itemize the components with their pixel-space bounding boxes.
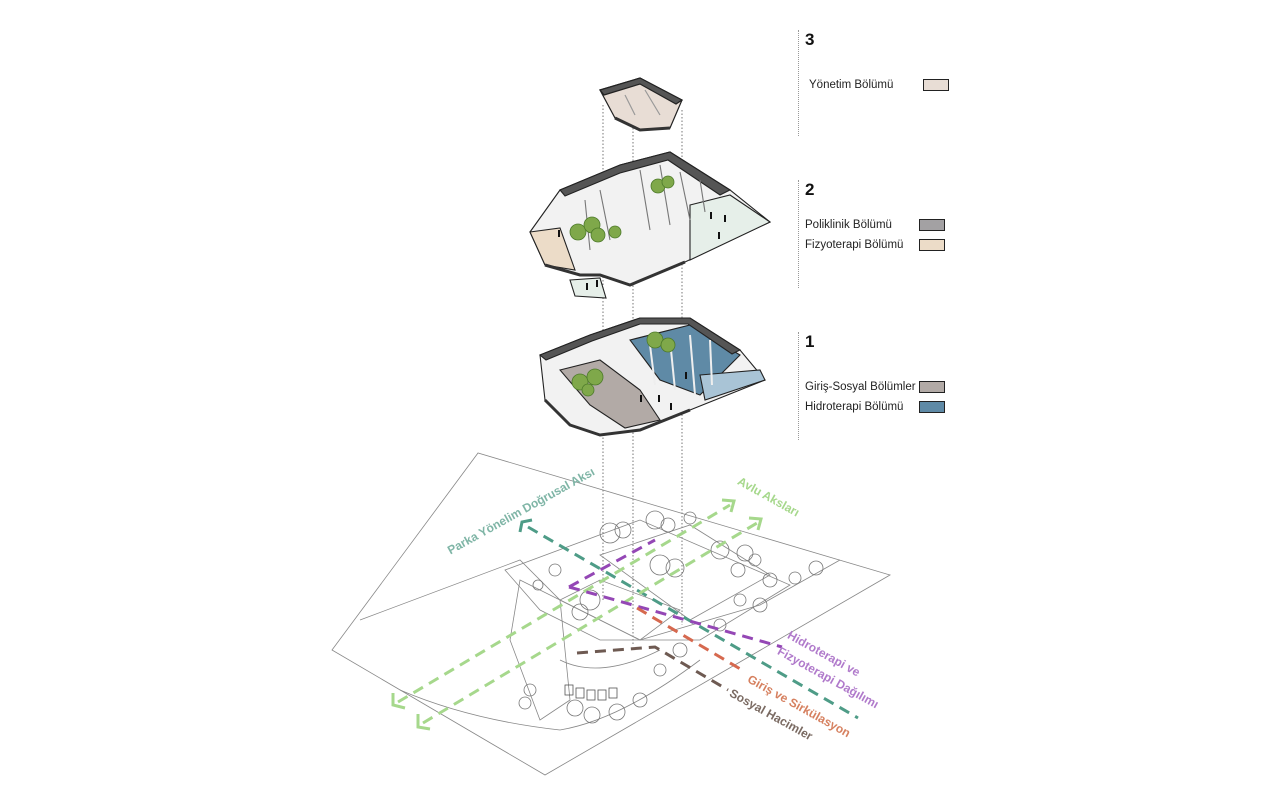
site-plan [331, 452, 892, 776]
legend-swatch [919, 239, 945, 251]
legend-label: Fizyoterapi Bölümü [805, 239, 904, 251]
floor-2 [529, 151, 772, 299]
tree-icons [571, 331, 676, 397]
level-number: 1 [805, 332, 815, 351]
projection-lines [602, 105, 683, 645]
arrow-icon [416, 714, 431, 731]
legend-label: Poliklinik Bölümü [805, 219, 892, 231]
arrow-icon [721, 498, 736, 513]
legend-item: Poliklinik Bölümü [805, 216, 945, 234]
axis-lines [397, 503, 859, 725]
legend-swatch [919, 381, 945, 393]
level-number: 2 [805, 180, 815, 199]
hidro-axis-line-2 [568, 538, 656, 589]
arrow-icon [748, 516, 763, 531]
people-icons [640, 372, 687, 410]
legend-swatch [919, 401, 945, 413]
avlu-axis-line-2 [422, 521, 758, 725]
avlu-axis-line-1 [397, 503, 731, 704]
arrow-icon [391, 693, 406, 710]
floor-3-yonetim [598, 77, 684, 132]
axis-arrowheads [391, 498, 763, 731]
legend-item: Yönetim Bölümü [809, 76, 949, 94]
legend-label: Giriş-Sosyal Bölümler [805, 381, 916, 393]
tree-icons [569, 175, 675, 243]
hidro-axis-line [568, 585, 783, 649]
legend-item: Fizyoterapi Bölümü [805, 236, 945, 254]
legend-label: Hidroterapi Bölümü [805, 401, 904, 413]
people-icons [558, 212, 726, 290]
floor-1 [538, 317, 766, 437]
legend-level-1: 1 Giriş-Sosyal Bölümler Hidroterapi Bölü… [798, 332, 945, 440]
legend-label: Yönetim Bölümü [809, 79, 894, 91]
legend-item: Hidroterapi Bölümü [805, 398, 945, 416]
legend-level-2: 2 Poliklinik Bölümü Fizyoterapi Bölümü [798, 180, 945, 288]
legend-level-3: 3 Yönetim Bölümü [798, 30, 949, 136]
level-number: 3 [805, 30, 815, 49]
legend-swatch [919, 219, 945, 231]
legend-swatch [923, 79, 949, 91]
sosyal-axis-line [576, 645, 729, 692]
legend-item: Giriş-Sosyal Bölümler [805, 378, 945, 396]
giris-axis-line [636, 606, 743, 672]
arrow-icon [518, 518, 533, 533]
